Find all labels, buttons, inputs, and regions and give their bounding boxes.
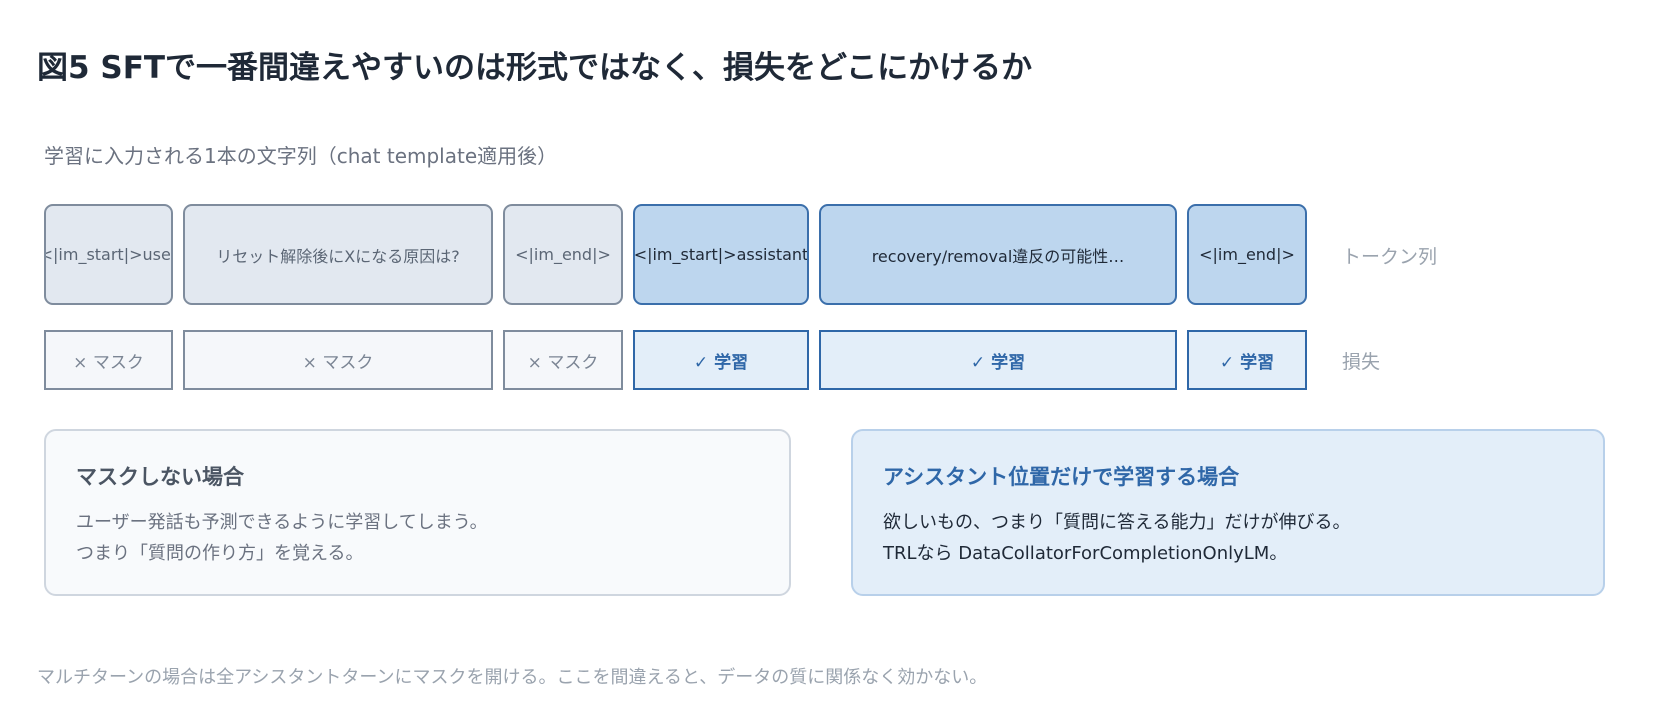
no-mask-card-line-2: つまり「質問の作り方」を覚える。 — [76, 543, 364, 564]
footnote: マルチターンの場合は全アシスタントターンにマスクを開ける。ここを間違えると、デー… — [37, 667, 988, 688]
assistant-only-card: アシスタント位置だけで学習する場合 欲しいもの、つまり「質問に答える能力」だけが… — [851, 429, 1605, 596]
no-mask-card-title: マスクしない場合 — [76, 465, 244, 489]
loss-row-label: 損失 — [1342, 351, 1381, 373]
token-row-label: トークン列 — [1342, 246, 1438, 268]
loss-learn-3: ✓ 学習 — [1187, 330, 1307, 390]
token-im-start-assistant: <|im_start|>assistant — [633, 204, 809, 305]
figure-title: 図5 SFTで一番間違えやすいのは形式ではなく、損失をどこにかけるか — [37, 50, 1033, 86]
token-user-question: リセット解除後にXになる原因は? — [183, 204, 493, 305]
loss-mask-1: × マスク — [44, 330, 173, 390]
token-im-start-user: <|im_start|>user — [44, 204, 173, 305]
token-im-end-user: <|im_end|> — [503, 204, 623, 305]
loss-learn-1: ✓ 学習 — [633, 330, 809, 390]
token-im-end-assistant: <|im_end|> — [1187, 204, 1307, 305]
loss-learn-2: ✓ 学習 — [819, 330, 1177, 390]
loss-mask-2: × マスク — [183, 330, 493, 390]
assistant-only-card-line-1: 欲しいもの、つまり「質問に答える能力」だけが伸びる。 — [883, 512, 1351, 533]
token-assistant-answer: recovery/removal違反の可能性… — [819, 204, 1177, 305]
no-mask-card: マスクしない場合 ユーザー発話も予測できるように学習してしまう。 つまり「質問の… — [44, 429, 791, 596]
no-mask-card-line-1: ユーザー発話も予測できるように学習してしまう。 — [76, 512, 488, 533]
assistant-only-card-line-2: TRLなら DataCollatorForCompletionOnlyLM。 — [883, 543, 1288, 564]
loss-mask-3: × マスク — [503, 330, 623, 390]
assistant-only-card-title: アシスタント位置だけで学習する場合 — [883, 465, 1240, 489]
sequence-caption: 学習に入力される1本の文字列（chat template適用後） — [44, 144, 558, 168]
